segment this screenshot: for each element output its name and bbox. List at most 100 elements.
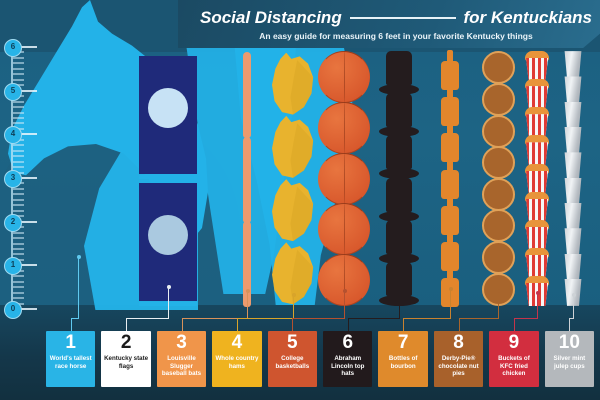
connector-segment xyxy=(168,288,170,318)
lincoln-top-hat xyxy=(379,135,419,180)
connector-anchor-dot xyxy=(535,291,540,295)
legend-card-label: College basketballs xyxy=(275,355,310,370)
ruler-marker-4: 4 xyxy=(4,126,22,145)
bourbon-bottle xyxy=(441,122,459,163)
bucket-chicken xyxy=(525,247,549,258)
ruler-tick xyxy=(13,67,24,70)
ruler-major-tick xyxy=(13,264,37,267)
mint-julep-cup xyxy=(564,127,582,155)
derby-pie xyxy=(482,51,515,85)
ruler-tick xyxy=(13,111,24,114)
connector-segment xyxy=(403,318,405,331)
college-basketball xyxy=(311,95,377,161)
bottle-body xyxy=(441,97,459,127)
ruler-tick xyxy=(13,122,24,125)
bottle-neck xyxy=(447,158,453,173)
connector-segment xyxy=(347,318,349,331)
connector-segment xyxy=(498,292,500,318)
lincoln-top-hat xyxy=(379,177,419,222)
legend-card-label: Abraham Lincoln top hats xyxy=(331,355,365,378)
ruler-tick xyxy=(13,187,24,190)
ruler-tick xyxy=(13,56,24,59)
kfc-bucket xyxy=(524,219,550,250)
legend-card-label: World's tallest race horse xyxy=(49,355,92,370)
ruler-tick xyxy=(13,297,24,300)
connector-segment xyxy=(458,318,500,320)
bucket-body xyxy=(526,114,548,138)
ruler-tick xyxy=(13,204,24,207)
bucket-chicken xyxy=(525,107,549,118)
baseball-bat xyxy=(243,136,251,223)
bottle-body xyxy=(441,61,459,91)
bourbon-bottle xyxy=(441,158,459,199)
page-title-right: for Kentuckians xyxy=(463,8,592,27)
bottle-neck xyxy=(447,266,453,281)
legend-card-number: 1 xyxy=(65,332,76,353)
connector-segment xyxy=(347,318,401,320)
bucket-body xyxy=(526,226,548,250)
ruler-tick xyxy=(13,198,24,201)
bottle-neck xyxy=(447,86,453,101)
legend-card-label: Whole country hams xyxy=(215,355,259,370)
mint-julep-cup xyxy=(564,202,582,230)
top-hat-crown xyxy=(386,51,412,86)
ruler-tick xyxy=(13,116,24,119)
legend-card-label: Kentucky state flags xyxy=(104,355,149,370)
ruler-marker-3: 3 xyxy=(4,170,22,188)
ruler-tick xyxy=(13,106,24,109)
bourbon-bottle xyxy=(441,86,459,127)
connector-segment xyxy=(293,296,295,318)
top-hat-brim xyxy=(379,168,419,180)
ruler-tick xyxy=(13,291,24,294)
connector-segment xyxy=(569,318,575,320)
bottle-body xyxy=(441,169,459,199)
kentucky-state-flag xyxy=(139,56,197,180)
connector-anchor-dot xyxy=(291,293,296,297)
connector-segment xyxy=(126,318,170,320)
page-subtitle: An easy guide for measuring 6 feet in yo… xyxy=(259,31,533,41)
connector-segment xyxy=(569,318,571,331)
bottle-neck xyxy=(447,50,453,65)
connector-segment xyxy=(126,318,128,331)
kfc-bucket xyxy=(524,79,550,110)
mint-julep-cup xyxy=(564,253,582,281)
derby-pie xyxy=(482,177,515,211)
legend-card-number: 8 xyxy=(453,332,464,353)
baseball-bat xyxy=(243,52,251,139)
ruler-major-tick xyxy=(13,46,37,48)
ruler-marker-6: 6 xyxy=(4,39,22,57)
ruler-tick xyxy=(13,253,24,256)
bucket-body xyxy=(526,254,548,278)
connector-anchor-dot xyxy=(448,287,453,291)
bucket-chicken xyxy=(525,51,549,62)
bourbon-bottle xyxy=(441,50,459,91)
legend-card-number: 3 xyxy=(176,332,187,353)
top-hat-brim xyxy=(379,84,419,96)
connector-anchor-dot xyxy=(166,285,171,289)
mint-julep-cup xyxy=(564,278,582,306)
ruler-tick xyxy=(13,242,24,245)
ruler-major-tick xyxy=(13,89,37,92)
bucket-chicken xyxy=(525,79,549,90)
legend-card-number: 4 xyxy=(231,332,243,353)
legend-card-number: 10 xyxy=(558,332,580,353)
bucket-chicken xyxy=(525,163,549,174)
connector-segment xyxy=(458,318,460,331)
basketball-seam xyxy=(318,51,370,104)
top-hat-brim xyxy=(379,210,419,222)
bucket-body xyxy=(526,198,548,222)
bottle-body xyxy=(441,205,459,235)
connector-segment xyxy=(181,318,249,320)
